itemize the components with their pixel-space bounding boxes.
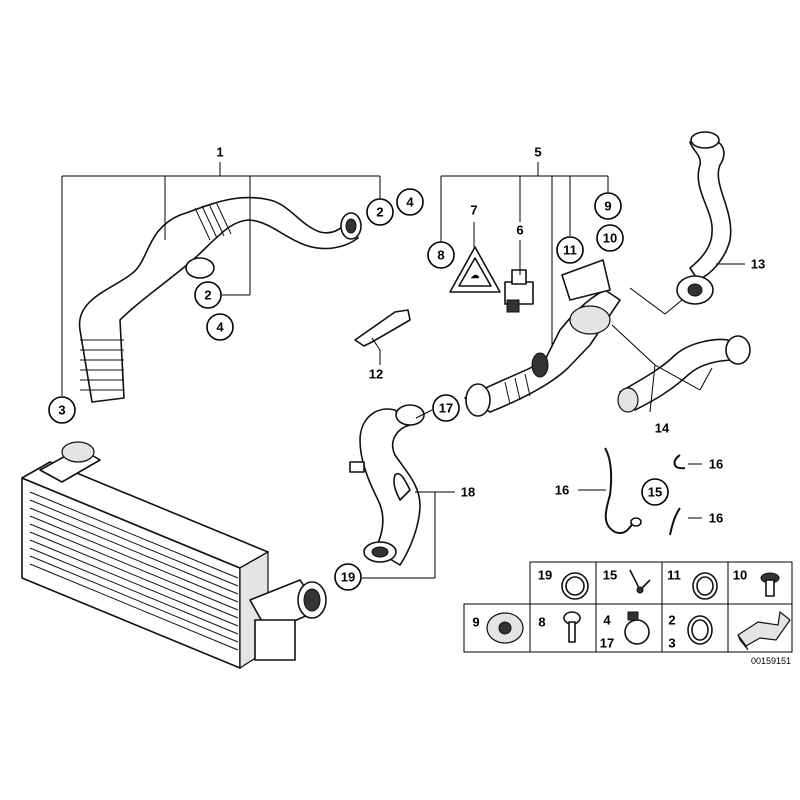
legend-label-8: 8 — [538, 615, 545, 630]
leader-lines — [61, 162, 745, 579]
callout-8: 8 — [437, 248, 444, 263]
callout-12: 12 — [369, 367, 383, 382]
callout-4b: 4 — [216, 320, 224, 335]
hose-13 — [676, 131, 732, 305]
callout-8-circle — [427, 241, 455, 269]
callout-2b: 2 — [204, 288, 211, 303]
warning-label-7: ☁ — [449, 246, 501, 293]
callout-19-circle — [334, 563, 362, 591]
callout-11-circle — [556, 236, 584, 264]
callouts: 1 2 4 2 4 3 5 7 6 8 11 9 10 12 13 14 15 … — [48, 145, 765, 591]
rivet-10-icon — [760, 572, 780, 597]
legend-label-9: 9 — [472, 615, 479, 630]
callout-9-circle — [594, 192, 622, 220]
callout-4b-circle — [206, 313, 234, 341]
callout-4a: 4 — [406, 195, 414, 210]
svg-text:☁: ☁ — [471, 270, 480, 280]
callout-1: 1 — [216, 145, 223, 160]
callout-16-top: 16 — [709, 457, 723, 472]
screw-8-icon — [563, 611, 581, 643]
callout-19: 19 — [341, 570, 355, 585]
intercooler — [21, 441, 327, 670]
legend-label-11: 11 — [667, 568, 681, 583]
callout-10: 10 — [603, 231, 617, 246]
legend-cell-10 — [727, 561, 793, 605]
callout-18: 18 — [461, 485, 475, 500]
hose-18 — [349, 404, 425, 566]
callout-3: 3 — [58, 403, 65, 418]
callout-2b-circle — [194, 281, 222, 309]
callout-10-circle — [596, 224, 624, 252]
callout-17-circle — [432, 394, 460, 422]
bracket-12 — [354, 309, 411, 347]
callout-17: 17 — [439, 401, 453, 416]
callout-2a-circle — [366, 198, 394, 226]
hose-14 — [617, 335, 751, 413]
direction-arrow-icon — [737, 610, 791, 651]
legend-label-17: 17 — [600, 636, 614, 651]
callout-5: 5 — [534, 145, 541, 160]
callout-16-left: 16 — [555, 483, 569, 498]
callout-3-circle — [48, 396, 76, 424]
sensor-6 — [504, 269, 534, 313]
legend-label-2: 2 — [668, 613, 675, 628]
clip-15-icon — [629, 569, 651, 594]
diagram-id: 00159151 — [751, 656, 791, 666]
grommet-9-icon — [486, 612, 524, 644]
callout-15: 15 — [648, 485, 662, 500]
callout-11: 11 — [563, 243, 577, 258]
charge-air-hose-1 — [78, 196, 362, 403]
callout-6: 6 — [516, 223, 523, 238]
callout-4a-circle — [396, 188, 424, 216]
legend-label-15: 15 — [603, 568, 617, 583]
callout-16-bottom: 16 — [709, 511, 723, 526]
callout-15-circle — [641, 478, 669, 506]
charge-air-pipe-5 — [464, 259, 621, 417]
callout-2a: 2 — [376, 205, 383, 220]
callout-9: 9 — [604, 199, 611, 214]
parts-legend-table: 19 15 11 10 9 8 4 17 2 3 — [463, 561, 793, 653]
legend-label-3: 3 — [668, 636, 675, 651]
legend-label-4: 4 — [603, 613, 611, 628]
callout-13: 13 — [751, 257, 765, 272]
legend-label-19: 19 — [538, 568, 552, 583]
hose-clamp-icon — [624, 611, 650, 645]
callout-14: 14 — [655, 421, 670, 436]
legend-cell-15 — [595, 561, 663, 605]
legend-label-10: 10 — [733, 568, 747, 583]
legend-cell-8 — [529, 603, 597, 653]
hoses-16 — [604, 447, 686, 536]
callout-7: 7 — [470, 203, 477, 218]
